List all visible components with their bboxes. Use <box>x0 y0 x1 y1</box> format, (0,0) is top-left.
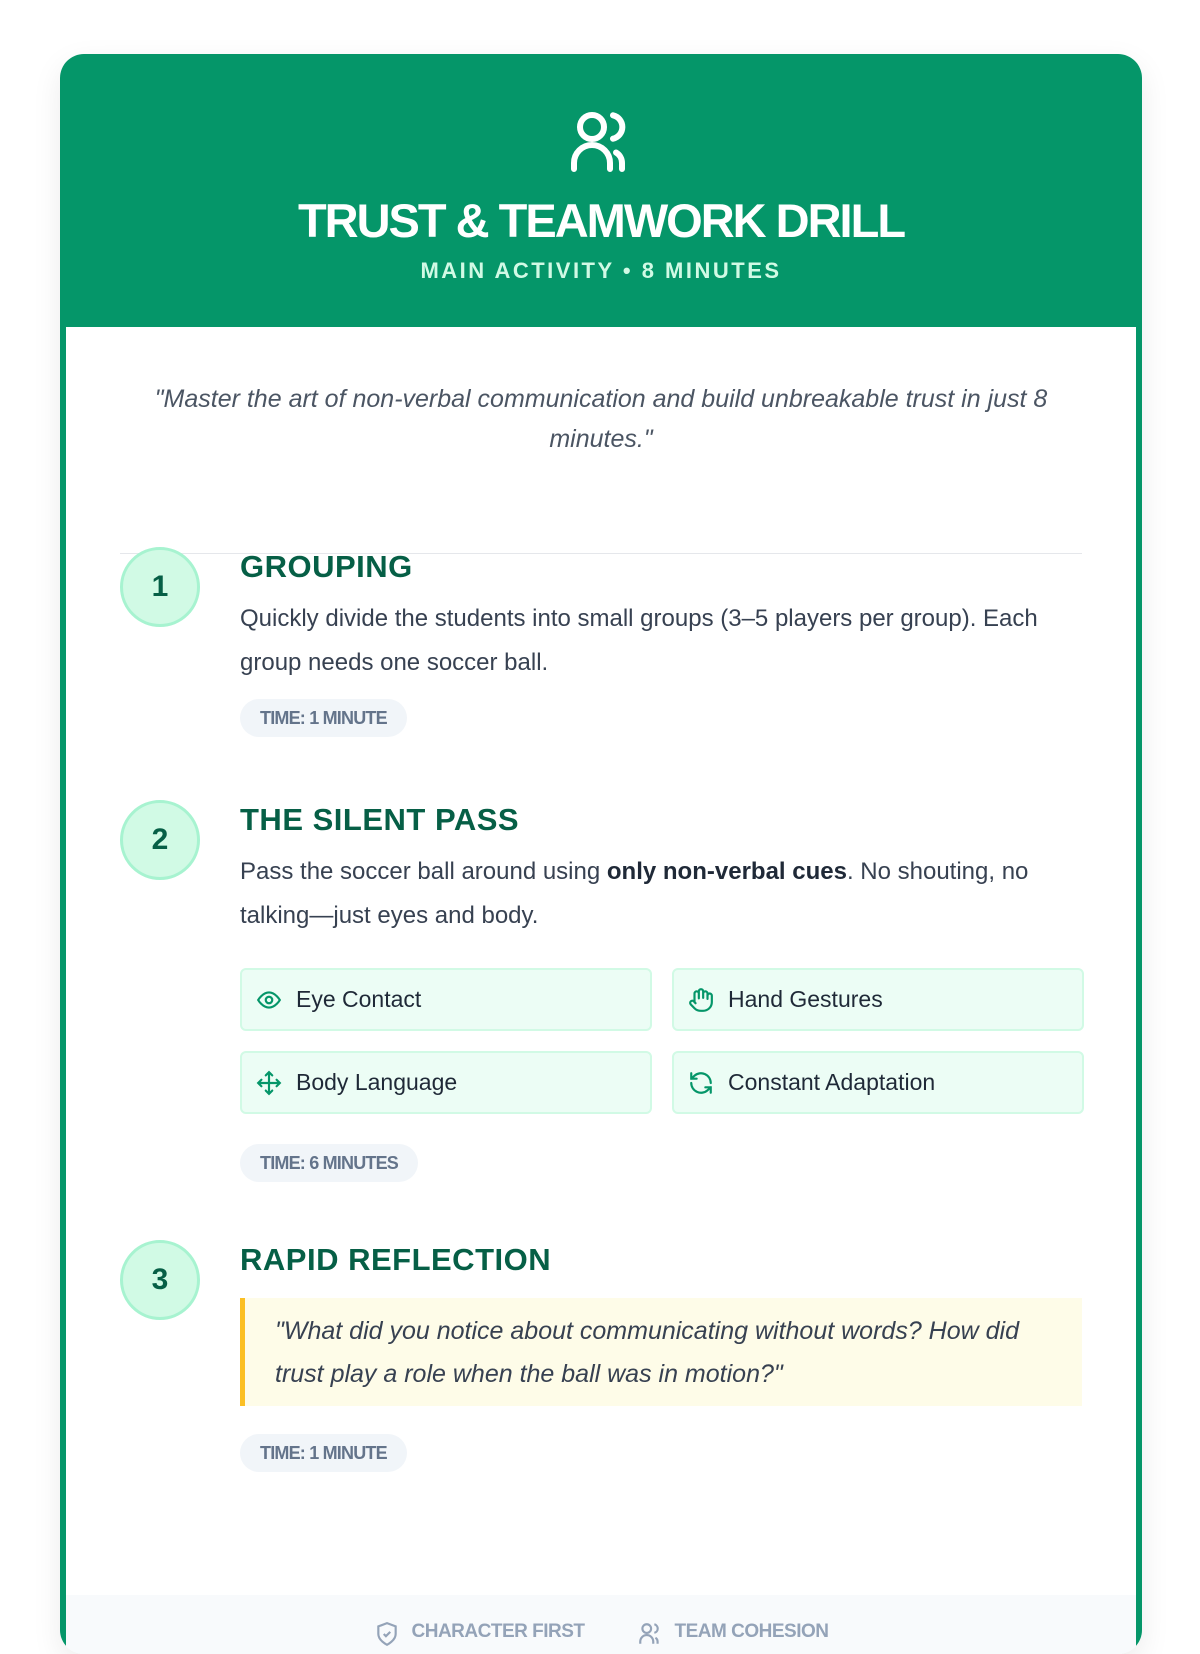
eye-icon <box>256 990 282 1009</box>
users-icon <box>571 112 626 172</box>
reflection-quote: "What did you notice about communicating… <box>240 1298 1082 1406</box>
step-number: 2 <box>120 800 200 880</box>
step-1: 1 GROUPING Quickly divide the students i… <box>120 547 1082 737</box>
cue-constant-adaptation: Constant Adaptation <box>672 1051 1084 1114</box>
step-title: RAPID REFLECTION <box>240 1242 552 1277</box>
step-text: Pass the soccer ball around using only n… <box>240 858 1029 929</box>
intro-quote: "Master the art of non-verbal communicat… <box>120 327 1082 554</box>
footer-tag-character: CHARACTER FIRST <box>374 1621 585 1654</box>
users-icon <box>638 1623 659 1644</box>
step-2: 2 THE SILENT PASS Pass the soccer ball a… <box>120 800 1084 1182</box>
shield-check-icon <box>376 1622 397 1647</box>
cue-body-language: Body Language <box>240 1051 652 1114</box>
footer-tag-team: TEAM COHESION <box>637 1621 829 1654</box>
cue-eye-contact: Eye Contact <box>240 968 652 1031</box>
page-title: TRUST & TEAMWORK DRILL <box>297 194 906 247</box>
step-title: GROUPING <box>240 549 413 584</box>
step-text: Quickly divide the students into small g… <box>240 605 1038 676</box>
page-subtitle: MAIN ACTIVITY • 8 MINUTES <box>420 258 782 283</box>
hand-icon <box>689 987 713 1012</box>
step-title: THE SILENT PASS <box>240 802 520 837</box>
card-body: "Master the art of non-verbal communicat… <box>60 327 1142 1654</box>
card-header: TRUST & TEAMWORK DRILL MAIN ACTIVITY • 8… <box>60 54 1142 327</box>
card-footer: CHARACTER FIRST TEAM COHESION <box>66 1595 1136 1654</box>
time-badge: TIME: 1 MINUTE <box>240 1434 407 1472</box>
step-3: 3 RAPID REFLECTION "What did you notice … <box>120 1240 1082 1472</box>
cue-grid: Eye Contact Hand Gestures Body Language … <box>240 968 1084 1114</box>
activity-card: TRUST & TEAMWORK DRILL MAIN ACTIVITY • 8… <box>60 54 1142 1654</box>
step-number: 3 <box>120 1240 200 1320</box>
refresh-icon <box>690 1071 712 1094</box>
cue-hand-gestures: Hand Gestures <box>672 968 1084 1031</box>
move-icon <box>256 1070 282 1095</box>
time-badge: TIME: 1 MINUTE <box>240 699 407 737</box>
time-badge: TIME: 6 MINUTES <box>240 1144 419 1182</box>
step-number: 1 <box>120 547 200 627</box>
